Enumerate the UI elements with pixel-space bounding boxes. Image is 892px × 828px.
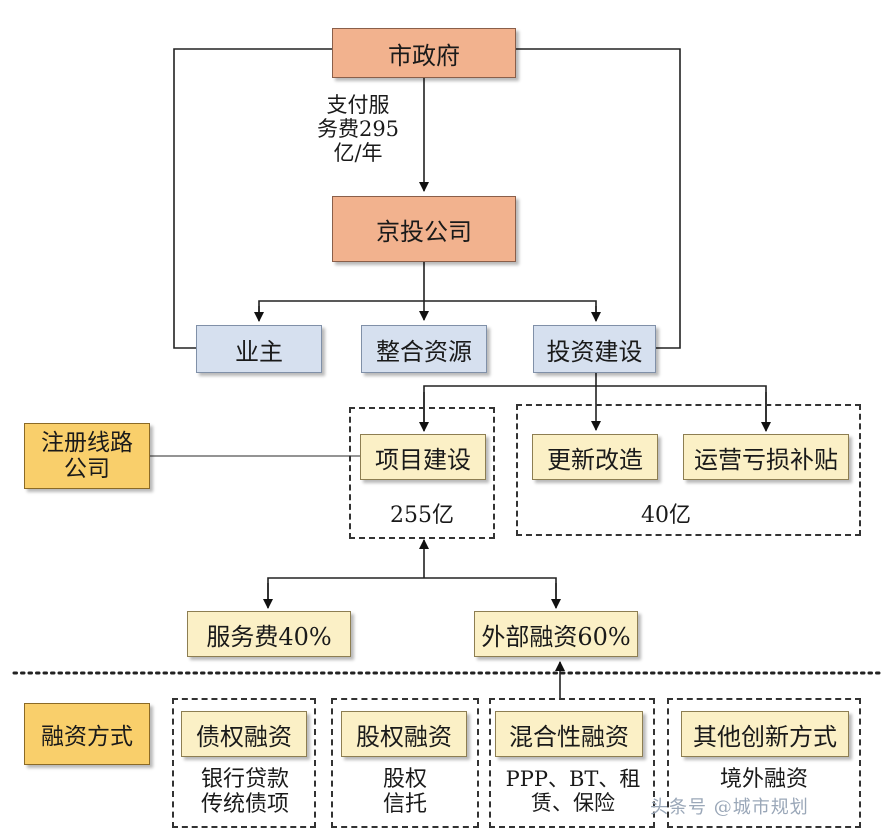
project-build-node: 项目建设 bbox=[360, 434, 486, 480]
line-company-node: 注册线路 公司 bbox=[24, 423, 150, 489]
line-gov-to-invest bbox=[516, 48, 681, 349]
line-distribution bbox=[258, 300, 597, 320]
line-company-line-2: 公司 bbox=[64, 456, 110, 482]
renovation-group-box bbox=[516, 404, 861, 536]
equity-details: 股权 信托 bbox=[342, 767, 468, 818]
equity-detail-2: 信托 bbox=[382, 792, 427, 818]
innovative-financing-node: 其他创新方式 bbox=[681, 711, 849, 757]
service-fee-node: 服务费40% bbox=[187, 611, 351, 657]
innovative-details: 境外融资 bbox=[680, 767, 848, 792]
hybrid-details: PPP、BT、租 赁、保险 bbox=[490, 767, 656, 815]
line-funding-branch bbox=[267, 577, 557, 600]
project-group-box bbox=[349, 407, 495, 539]
owner-node: 业主 bbox=[196, 325, 322, 373]
renovation-node: 更新改造 bbox=[532, 434, 658, 480]
debt-financing-node: 债权融资 bbox=[181, 711, 307, 757]
source-watermark: 头条号 @城市规划 bbox=[650, 797, 809, 818]
amount-40-label: 40亿 bbox=[641, 503, 691, 528]
equity-financing-node: 股权融资 bbox=[341, 711, 467, 757]
line-gov-to-owner bbox=[173, 48, 332, 349]
financing-method-node: 融资方式 bbox=[24, 703, 150, 765]
payment-label: 支付服 务费295 亿/年 bbox=[306, 93, 410, 165]
payment-label-line-2: 务费295 bbox=[316, 117, 400, 142]
hybrid-detail-1: PPP、BT、租 bbox=[505, 767, 641, 791]
equity-detail-1: 股权 bbox=[382, 767, 427, 792]
invest-build-node: 投资建设 bbox=[533, 325, 656, 373]
operating-subsidy-node: 运营亏损补贴 bbox=[683, 434, 849, 480]
hybrid-financing-node: 混合性融资 bbox=[495, 711, 643, 757]
external-finance-node: 外部融资60% bbox=[474, 611, 638, 657]
payment-label-line-1: 支付服 bbox=[326, 93, 390, 117]
payment-label-line-3: 亿/年 bbox=[333, 141, 383, 166]
innovative-detail-1: 境外融资 bbox=[719, 767, 808, 792]
hybrid-detail-2: 赁、保险 bbox=[531, 791, 615, 816]
debt-detail-1: 银行贷款 bbox=[200, 767, 289, 792]
line-company-line-1: 注册线路 bbox=[41, 429, 133, 456]
city-government-node: 市政府 bbox=[332, 28, 516, 78]
debt-details: 银行贷款 传统债项 bbox=[182, 767, 308, 818]
debt-detail-2: 传统债项 bbox=[200, 792, 289, 818]
integrate-resources-node: 整合资源 bbox=[361, 325, 487, 373]
amount-255-label: 255亿 bbox=[390, 503, 454, 528]
jingtou-company-node: 京投公司 bbox=[332, 196, 516, 262]
